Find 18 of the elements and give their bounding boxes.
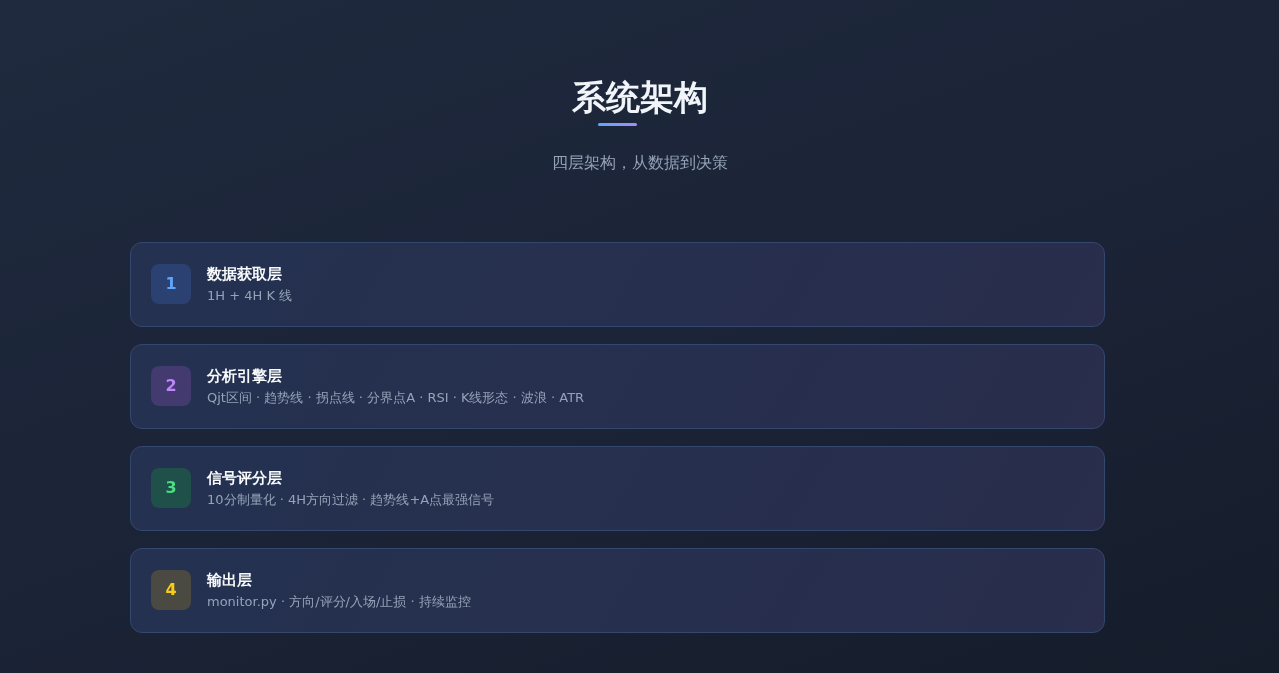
layer-card [130,446,1105,531]
layer-title: 信号评分层 [207,468,282,489]
layer-title: 数据获取层 [207,264,282,285]
layer-card [130,242,1105,327]
layer-title: 分析引擎层 [207,366,282,387]
layer-card [130,344,1105,429]
page-title: 系统架构 [571,76,708,119]
number-badge: 3 [151,468,191,508]
layer-description: Qjt区间 · 趋势线 · 拐点线 · 分界点A · RSI · K线形态 · 波浪 · ATR [207,389,585,407]
layer-card [130,548,1105,633]
layer-description: 10分制量化 · 4H方向过滤 · 趋势线+A点最强信号 [207,491,495,509]
layer-description: 1H + 4H K 线 [207,287,293,305]
subtitle: 四层架构，从数据到决策 [551,152,728,174]
number-badge: 1 [151,264,191,304]
number-badge: 4 [151,570,191,610]
layer-description: monitor.py · 方向/评分/入场/止损 · 持续监控 [207,593,471,611]
number-badge: 2 [151,366,191,406]
layer-title: 输出层 [207,570,252,591]
